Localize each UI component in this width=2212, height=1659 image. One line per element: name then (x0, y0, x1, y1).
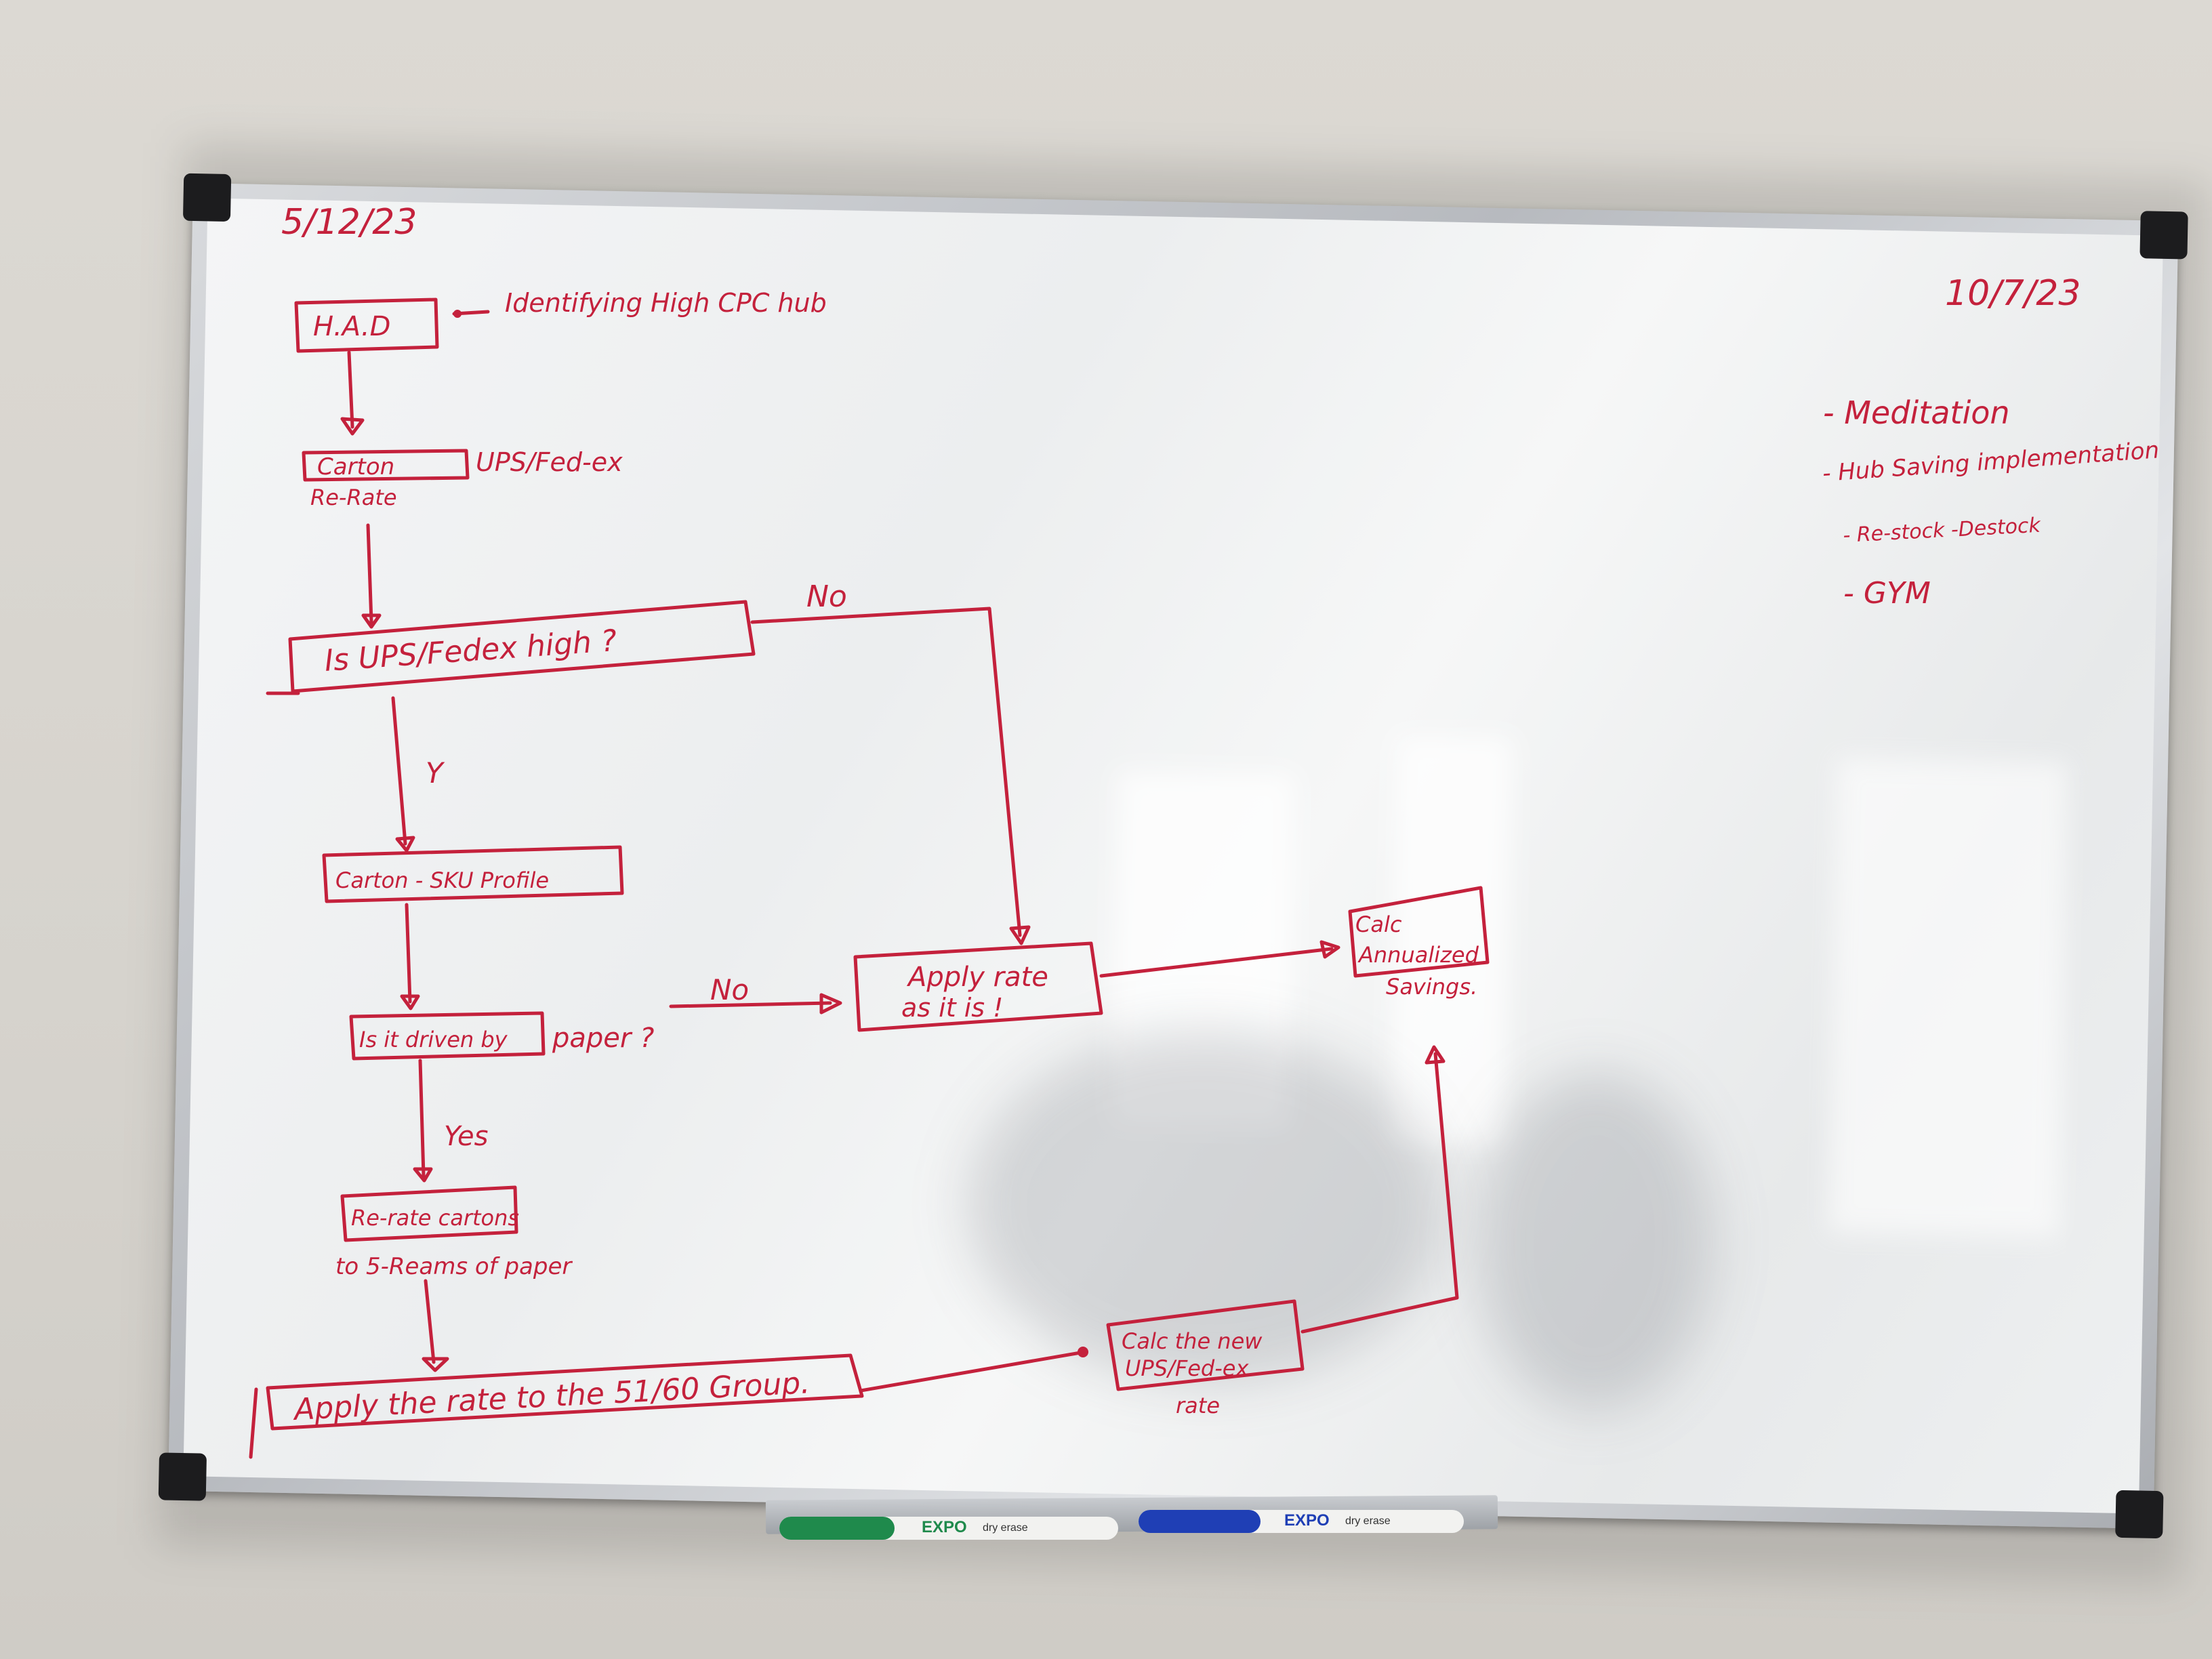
decision-high-box (288, 600, 756, 693)
yes-label-2: Yes (444, 1121, 489, 1152)
decision-paper-box (349, 1011, 546, 1061)
had-label: H.A.D (313, 311, 390, 342)
calc-line2: UPS/Fed-ex (1125, 1355, 1249, 1381)
arrow-head (361, 613, 382, 629)
flow-arrow-no (750, 607, 1022, 937)
had-box (294, 298, 439, 353)
marker-cap (1139, 1510, 1261, 1533)
date-right: 10/7/23 (1945, 273, 2081, 314)
carton-label: Carton (317, 453, 394, 480)
flow-arrow (424, 1279, 436, 1364)
date-left: 5/12/23 (281, 202, 417, 243)
flow-arrow (1300, 1052, 1459, 1334)
marker-sub: dry erase (983, 1522, 1028, 1534)
arrow-head (1425, 1045, 1446, 1065)
flow-arrow-yes (391, 696, 407, 846)
arrow-head (422, 1357, 449, 1372)
flow-arrow (347, 350, 354, 429)
calc-line1: Calc the new (1122, 1328, 1263, 1354)
yes-label-1: Y (426, 756, 445, 790)
box-side-line (249, 1387, 258, 1459)
arrow-head (1319, 940, 1340, 959)
arrow-head (400, 994, 420, 1010)
arrow-head (1009, 925, 1031, 945)
arrow-head (453, 310, 462, 318)
annualized-line3: Savings. (1386, 974, 1477, 1000)
marker-sub: dry erase (1345, 1515, 1391, 1527)
no-label-1: No (806, 579, 847, 614)
had-note: Identifying High CPC hub (505, 288, 827, 318)
todo-item-1: - Meditation (1823, 394, 2010, 431)
todo-item-2: - Hub Saving implementation (1822, 436, 2160, 487)
sku-profile-label: Carton - SKU Profile (335, 867, 549, 893)
arrow-head (819, 993, 842, 1015)
apply-group-label: Apply the rate to the 51/60 Group. (291, 1366, 811, 1427)
apply-rate-line1: Apply rate (906, 962, 1048, 993)
todo-item-4: - GYM (1843, 576, 1931, 611)
annualized-box (1348, 886, 1490, 978)
no-label-2: No (710, 973, 749, 1006)
flow-arrow-no (669, 1001, 832, 1008)
marker-brand: EXPO (1284, 1511, 1330, 1530)
apply-rate-box (853, 941, 1103, 1032)
annualized-line1: Calc (1355, 912, 1402, 937)
apply-group-box (266, 1353, 864, 1431)
decision-paper-tail: paper ? (552, 1023, 654, 1054)
ups-fedex-label: UPS/Fed-ex (476, 447, 623, 477)
flow-arrow (1099, 947, 1334, 978)
sku-profile-box (322, 845, 624, 903)
marker-cap (779, 1517, 895, 1540)
green-marker[interactable]: EXPO dry erase (779, 1517, 1118, 1540)
todo-item-3: - Re-stock -Destock (1843, 514, 2043, 548)
arrow-head (395, 836, 415, 853)
apply-rate-line2: as it is ! (901, 993, 1003, 1023)
flow-arrow (405, 903, 412, 1004)
marker-brand: EXPO (922, 1518, 967, 1536)
rerate-cartons-box (340, 1185, 518, 1242)
arrow-head (1078, 1347, 1088, 1357)
flow-arrow (859, 1350, 1086, 1393)
decision-paper-label: Is it driven by (359, 1027, 508, 1052)
arrow-head (413, 1167, 433, 1183)
blue-marker[interactable]: EXPO dry erase (1139, 1510, 1464, 1533)
arrow-head (340, 417, 365, 436)
flow-arrow (366, 523, 373, 624)
carton-box (302, 449, 470, 482)
calc-line3: rate (1176, 1393, 1220, 1418)
annualized-line2: Annualized (1357, 942, 1479, 968)
rerate-cartons-label: Re-rate cartons (351, 1205, 519, 1231)
rerate-label: Re-Rate (310, 485, 397, 510)
flow-arrow-yes (418, 1059, 426, 1178)
calc-box (1106, 1299, 1305, 1391)
to-reams-label: to 5-Reams of paper (335, 1253, 573, 1280)
